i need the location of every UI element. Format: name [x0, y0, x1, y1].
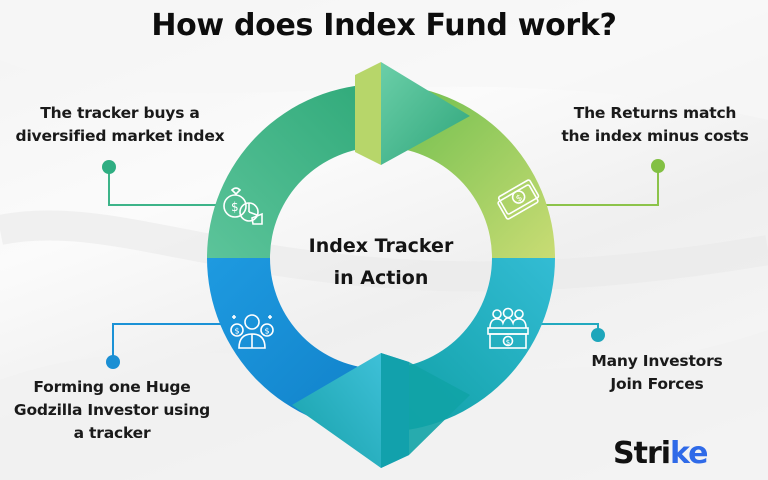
cash-banknote-icon: $: [497, 179, 540, 220]
svg-text:$: $: [265, 327, 270, 336]
connector-top-right: [530, 159, 665, 206]
step-label-top-right: The Returns match the index minus costs: [561, 104, 749, 145]
svg-text:$: $: [515, 193, 525, 205]
connector-bottom-left: [106, 323, 232, 369]
investors-group-cash-icon: $: [487, 307, 529, 349]
strike-logo: Strike: [613, 436, 709, 471]
center-label: Index Tracker in Action: [281, 230, 481, 294]
page-title: How does Index Fund work?: [151, 8, 617, 43]
step-label-bottom-right: Many Investors Join Forces: [591, 352, 723, 393]
center-label-line1: Index Tracker: [308, 235, 454, 257]
connector-bottom-right: [530, 323, 605, 342]
arrow-bottom: [292, 353, 470, 468]
money-bag-pie-chart-icon: $: [223, 187, 263, 225]
segment-top-left: [207, 84, 381, 258]
center-label-line2: in Action: [333, 267, 429, 289]
svg-text:$: $: [235, 327, 240, 336]
connector-top-left: [102, 160, 232, 206]
step-label-bottom-left: Forming one Huge Godzilla Investor using…: [13, 378, 211, 442]
arrow-top: [355, 62, 470, 165]
investor-with-coins-icon: $ $: [230, 314, 274, 349]
svg-text:$: $: [506, 339, 510, 347]
step-label-top-left: The tracker buys a diversified market in…: [15, 104, 225, 145]
svg-text:$: $: [231, 200, 239, 214]
